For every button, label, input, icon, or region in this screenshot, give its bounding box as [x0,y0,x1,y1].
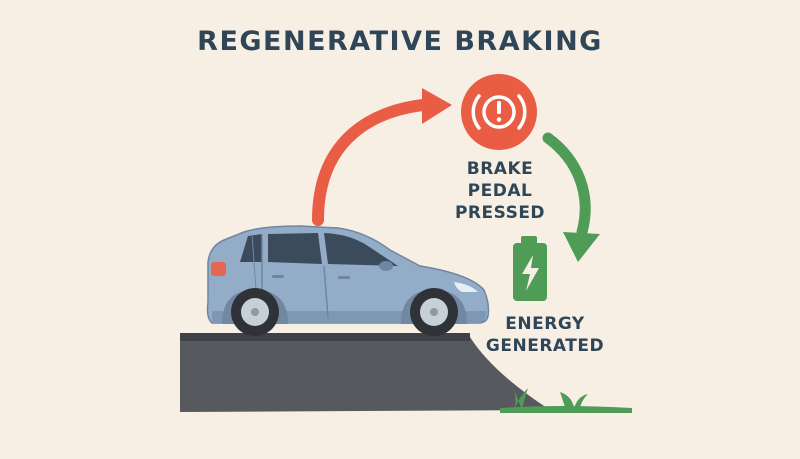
brake-label-line: BRAKE [466,159,534,179]
car [206,225,490,336]
grass [500,384,632,413]
energy-label-line: ENERGY [505,314,585,334]
battery-charging-icon [513,236,547,301]
brake-label-line: PRESSED [454,203,546,223]
green-curved-arrow [542,132,600,262]
red-curved-arrow [312,88,452,226]
energy-generated-label: ENERGY GENERATED [470,313,620,357]
energy-label-line: GENERATED [485,336,605,356]
brake-warning-icon [461,74,537,150]
brake-label-line: PEDAL [467,181,533,201]
road [180,333,550,412]
page-title: REGENERATIVE BRAKING [197,26,603,57]
brake-pedal-pressed-label: BRAKE PEDAL PRESSED [430,158,570,224]
